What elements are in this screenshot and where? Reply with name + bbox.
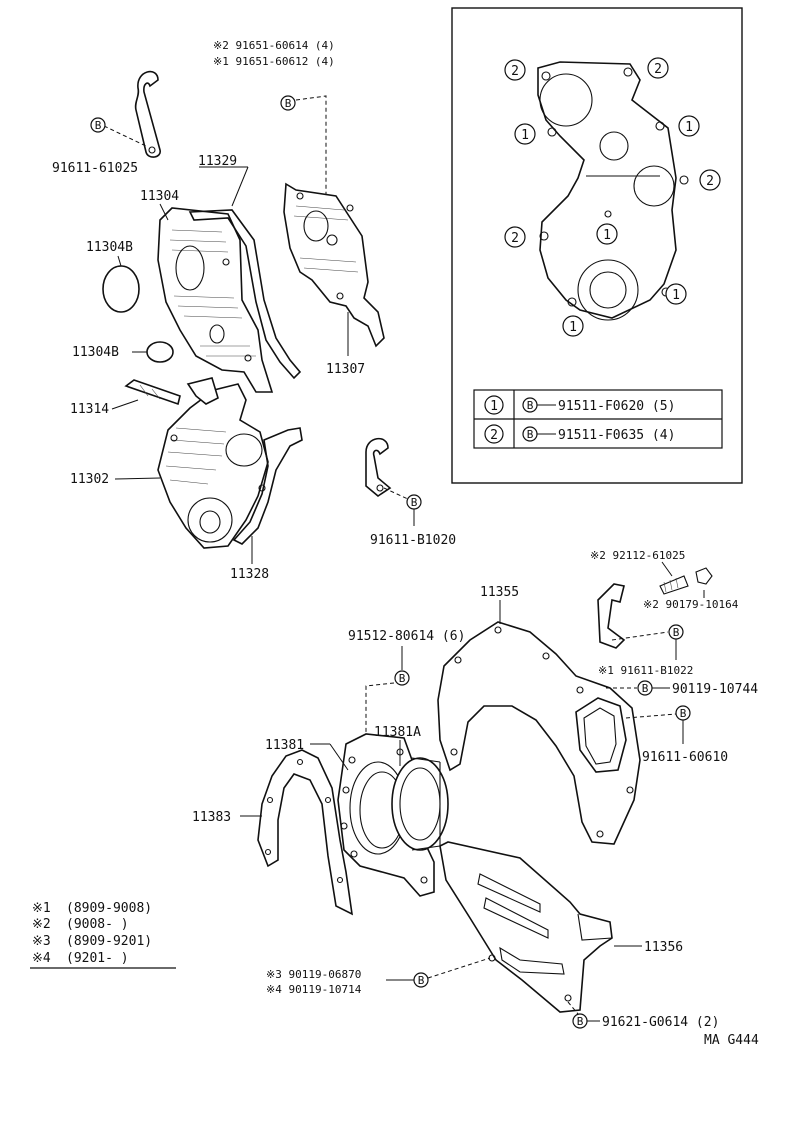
bolt-symbol: [394, 670, 410, 686]
inset-plate-outline: [537, 61, 677, 319]
label-11355: 11355: [480, 585, 519, 600]
part-11314-belt-guide: [124, 379, 181, 406]
legend-row-1: 1 B 91511-F0620 (5): [484, 395, 675, 415]
svg-text:2: 2: [511, 64, 519, 79]
svg-text:2: 2: [490, 428, 498, 443]
label-11328: 11328: [230, 567, 269, 582]
inset-seal-ring-inner: [589, 271, 627, 309]
svg-text:B: B: [577, 1015, 584, 1028]
svg-text:B: B: [95, 119, 102, 132]
label-91611-61025: 91611-61025: [52, 161, 138, 176]
svg-text:B: B: [399, 672, 406, 685]
svg-text:1: 1: [603, 228, 611, 243]
inset-upper-hole: [539, 73, 593, 127]
inset-seal-ring-outer: [577, 259, 639, 321]
svg-text:※1: ※1: [32, 901, 51, 916]
engine-hanger-rear: B: [597, 567, 713, 660]
label-91621-G0614: 91621-G0614 (2): [602, 1015, 719, 1030]
part-11383-gasket: [257, 749, 354, 916]
svg-text:91511-F0635 (4): 91511-F0635 (4): [558, 428, 675, 443]
label-90119-06870: ※3 90119-06870: [266, 968, 361, 981]
diagram-code: MA G444: [704, 1033, 759, 1048]
svg-text:B: B: [642, 682, 649, 695]
svg-text:B: B: [680, 707, 687, 720]
svg-text:1: 1: [685, 120, 693, 135]
part-11355-engine-plate: [437, 621, 641, 845]
inset-panel: 2 2 1 1 2 2 1 1 1 1 B 91511-F0620 (5): [451, 7, 743, 484]
bolt-symbol: [280, 95, 296, 111]
engine-hanger-mid: B: [365, 437, 422, 526]
label-91611-B1022: ※1 91611-B1022: [598, 664, 693, 677]
inset-bolt-bosses: [539, 67, 689, 307]
bolt-symbol: [413, 972, 429, 988]
label-91611-B1020: 91611-B1020: [370, 533, 456, 548]
label-92112-61025: ※2 92112-61025: [590, 549, 685, 562]
part-11307-timing-belt-cover-rear: [283, 182, 385, 348]
bolt-symbol: [90, 117, 106, 133]
label-11381A: 11381A: [374, 725, 421, 740]
label-11383: 11383: [192, 810, 231, 825]
part-11328-gasket: [232, 427, 303, 545]
label-91611-60610: 91611-60610: [642, 750, 728, 765]
svg-text:1: 1: [521, 128, 529, 143]
svg-text:※3: ※3: [32, 934, 51, 949]
part-11304B-plug-small: [146, 341, 174, 363]
label-11356: 11356: [644, 940, 683, 955]
svg-text:B: B: [527, 399, 534, 412]
label-90179-10164: ※2 90179-10164: [643, 598, 739, 611]
svg-text:B: B: [285, 97, 292, 110]
label-11304B-a: 11304B: [86, 240, 133, 255]
svg-text:(8909-9201): (8909-9201): [66, 934, 152, 949]
svg-text:B: B: [673, 626, 680, 639]
svg-text:91511-F0620 (5): 91511-F0620 (5): [558, 399, 675, 414]
part-11381A-oil-seal: [391, 757, 449, 851]
inset-right-hole: [633, 165, 675, 207]
svg-text:1: 1: [490, 399, 498, 414]
svg-text:(9201- ): (9201- ): [66, 951, 129, 966]
svg-text:B: B: [411, 496, 418, 509]
part-11302-timing-cover-no1: [157, 377, 269, 549]
production-date-notes: ※1 (8909-9008) ※2 (9008- ) ※3 (8909-9201…: [30, 901, 176, 969]
label-11304B-b: 11304B: [72, 345, 119, 360]
svg-text:B: B: [418, 974, 425, 987]
label-91512-80614: 91512-80614 (6): [348, 629, 465, 644]
svg-text:(9008- ): (9008- ): [66, 917, 129, 932]
svg-text:2: 2: [654, 62, 662, 77]
label-90119-10714: ※4 90119-10714: [266, 983, 362, 996]
svg-text:※4: ※4: [32, 951, 51, 966]
svg-text:1: 1: [672, 288, 680, 303]
label-91651-60614: ※2 91651-60614 (4): [213, 39, 335, 52]
label-90119-10744: 90119-10744: [672, 682, 758, 697]
label-11307: 11307: [326, 362, 365, 377]
svg-text:※2: ※2: [32, 917, 51, 932]
label-11381: 11381: [265, 738, 304, 753]
label-11302: 11302: [70, 472, 109, 487]
bolt-legend-table: 1 B 91511-F0620 (5) 2 B 91511-F0635 (4): [473, 389, 723, 449]
svg-text:2: 2: [706, 174, 714, 189]
svg-text:2: 2: [511, 231, 519, 246]
part-11356-housing-cover: [439, 841, 613, 1013]
svg-text:1: 1: [569, 320, 577, 335]
legend-row-2: 2 B 91511-F0635 (4): [484, 424, 675, 444]
inset-small-hole: [599, 131, 629, 161]
engine-hanger-upper: B: [90, 70, 161, 158]
leader-91651: [295, 95, 327, 238]
part-11329-gasket: [188, 209, 302, 380]
svg-text:B: B: [527, 428, 534, 441]
label-91651-60612: ※1 91651-60612 (4): [213, 55, 335, 68]
part-11304B-plug-large: [102, 265, 140, 313]
label-11329: 11329: [198, 154, 237, 169]
label-11304: 11304: [140, 189, 179, 204]
label-11314: 11314: [70, 402, 109, 417]
svg-text:(8909-9008): (8909-9008): [66, 901, 152, 916]
inset-reference-markers: 2 2 1 1 2 2 1 1 1: [504, 57, 721, 337]
